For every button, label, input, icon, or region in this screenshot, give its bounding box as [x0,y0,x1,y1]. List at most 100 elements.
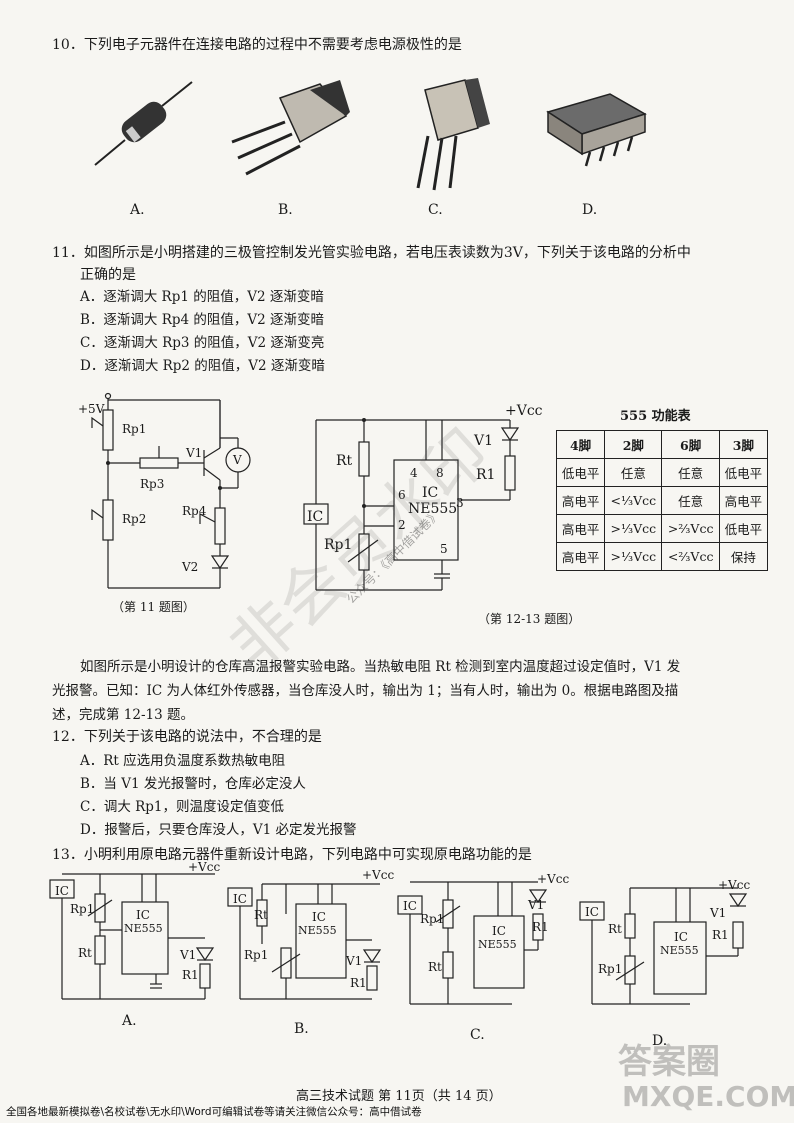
q13d-chip: IC [674,930,688,944]
q13c-vcc: +Vcc [537,872,570,886]
q12-option-d[interactable]: D．报警后，只要仓库没人，V1 必定发光报警 [80,822,357,838]
q13c-chip: IC [492,924,506,938]
q13c-r1: R1 [532,920,549,934]
q13d-ic: IC [585,905,599,919]
watermark-logo: 答案圈 [618,1042,720,1082]
q11-rp2-label: Rp2 [122,512,147,526]
q13-circuit-c [397,881,548,1005]
q12-option-b[interactable]: B．当 V1 发光报警时，仓库必定没人 [80,776,306,792]
table-row: 高电平 >⅓Vcc <⅔Vcc 保持 [555,542,769,571]
q11-option-b[interactable]: B．逐渐调大 Rp4 的阻值，V2 逐渐变暗 [80,312,325,328]
q12-13-circuit-diagram [303,418,520,591]
q11-option-d[interactable]: D．逐渐调大 Rp2 的阻值，V2 逐渐变暗 [80,358,325,374]
q13c-ic: IC [403,899,417,913]
q13-circuits [49,873,748,1005]
q13-option-d[interactable]: D. [652,1033,668,1049]
q10-option-a[interactable]: A. [130,202,145,218]
q12-option-a[interactable]: A．Rt 应选用负温度系数热敏电阻 [80,753,286,769]
page-footer: 高三技术试题 第 11页（共 14 页） [296,1089,502,1104]
q12-figure-caption: （第 12-13 题图） [478,612,581,626]
q13a-r1: R1 [182,968,199,982]
q12-vcc-label: +Vcc [505,403,543,419]
q13b-vcc: +Vcc [362,868,395,882]
table-cell: 高电平 [555,514,606,543]
q13-option-a[interactable]: A. [122,1013,137,1029]
intro-line2: 光报警。已知：IC 为人体红外传感器，当仓库没人时，输出为 1；当有人时，输出为… [52,683,679,699]
table-cell: 保持 [718,542,769,571]
q11-rp3-label: Rp3 [140,477,165,491]
q12-pin-2: 2 [398,518,406,532]
transistor-image [231,80,350,176]
q11-meter-label: V [233,453,242,467]
q13-circuit-b [227,883,382,1000]
q11-rp4-label: Rp4 [182,504,207,518]
table-cell: 任意 [604,458,663,487]
q10-option-d[interactable]: D. [582,202,598,218]
q12-pin-3: 3 [456,496,464,510]
q13d-rp1: Rp1 [598,962,623,976]
q13a-v1: V1 [180,948,197,962]
q12-chip-name: IC [422,485,439,501]
q13d-rt: Rt [608,922,622,936]
table-cell: 低电平 [718,458,769,487]
function-table-header-row: 4脚 2脚 6脚 3脚 [555,430,769,459]
table-cell: >⅔Vcc [661,514,720,543]
q13b-chip: IC [312,910,326,924]
chip-image [546,93,647,167]
q11-figure-caption: （第 11 题图） [112,600,195,614]
diode-image [94,81,193,166]
intro-line3: 述，完成第 12-13 题。 [52,707,195,723]
q13d-v1: V1 [710,906,727,920]
q12-pin-8: 8 [436,466,444,480]
q11-option-a[interactable]: A．逐渐调大 Rp1 的阻值，V2 逐渐变暗 [80,289,324,305]
q13c-rt: Rt [428,960,442,974]
q12-r1-label: R1 [476,467,496,483]
q11-v1-label: V1 [186,446,203,460]
table-cell: >⅓Vcc [604,514,663,543]
q13a-chip: IC [136,908,150,922]
q12-pin-4: 4 [410,466,418,480]
q10-option-c[interactable]: C. [428,202,443,218]
q13b-rt: Rt [254,908,268,922]
q11-stem-line2: 正确的是 [80,267,136,283]
q13-option-b[interactable]: B. [294,1021,309,1037]
component-images [94,78,647,191]
q13a-rt: Rt [78,946,92,960]
q12-rp1-label: Rp1 [324,537,353,553]
q13a-rp1: Rp1 [70,902,95,916]
q13d-vcc: +Vcc [718,878,751,892]
q13b-ic: IC [233,892,247,906]
q10-option-b[interactable]: B. [278,202,293,218]
table-row: 高电平 <⅓Vcc 任意 高电平 [555,486,769,515]
q12-pin-5: 5 [440,542,448,556]
q13c-model: NE555 [478,938,517,951]
q11-stem-line1: 11．如图所示是小明搭建的三极管控制发光管实验电路，若电压表读数为3V，下列关于… [52,245,691,261]
table-cell: 低电平 [718,514,769,543]
q13-option-c[interactable]: C. [470,1027,485,1043]
q13c-rp1: Rp1 [420,912,445,926]
table-row: 高电平 >⅓Vcc >⅔Vcc 低电平 [555,514,769,543]
table-cell: 任意 [661,486,720,515]
table-cell: 高电平 [555,542,606,571]
table-cell: 高电平 [718,486,769,515]
table-cell: <⅓Vcc [604,486,663,515]
table-header: 3脚 [718,430,769,459]
q11-circuit-diagram [91,392,251,589]
table-header: 6脚 [661,430,720,459]
q12-v1-label: V1 [474,433,494,449]
function-table: 4脚 2脚 6脚 3脚 低电平 任意 任意 低电平 高电平 <⅓Vcc 任意 高… [555,430,769,571]
q12-sensor-label: IC [307,509,324,525]
q10-stem: 10．下列电子元器件在连接电路的过程中不需要考虑电源极性的是 [52,37,462,53]
function-table-title: 555 功能表 [620,409,691,424]
q12-pin-6: 6 [398,488,406,502]
q11-rp1-label: Rp1 [122,422,147,436]
q13a-model: NE555 [124,922,163,935]
table-cell: 高电平 [555,486,606,515]
q13b-model: NE555 [298,924,337,937]
q13b-r1: R1 [350,976,367,990]
q12-rt-label: Rt [336,453,353,469]
q12-option-c[interactable]: C．调大 Rp1，则温度设定值变低 [80,799,285,815]
q13d-r1: R1 [712,928,729,942]
q13a-ic: IC [55,884,69,898]
q11-option-c[interactable]: C．逐渐调大 Rp3 的阻值，V2 逐渐变亮 [80,335,325,351]
